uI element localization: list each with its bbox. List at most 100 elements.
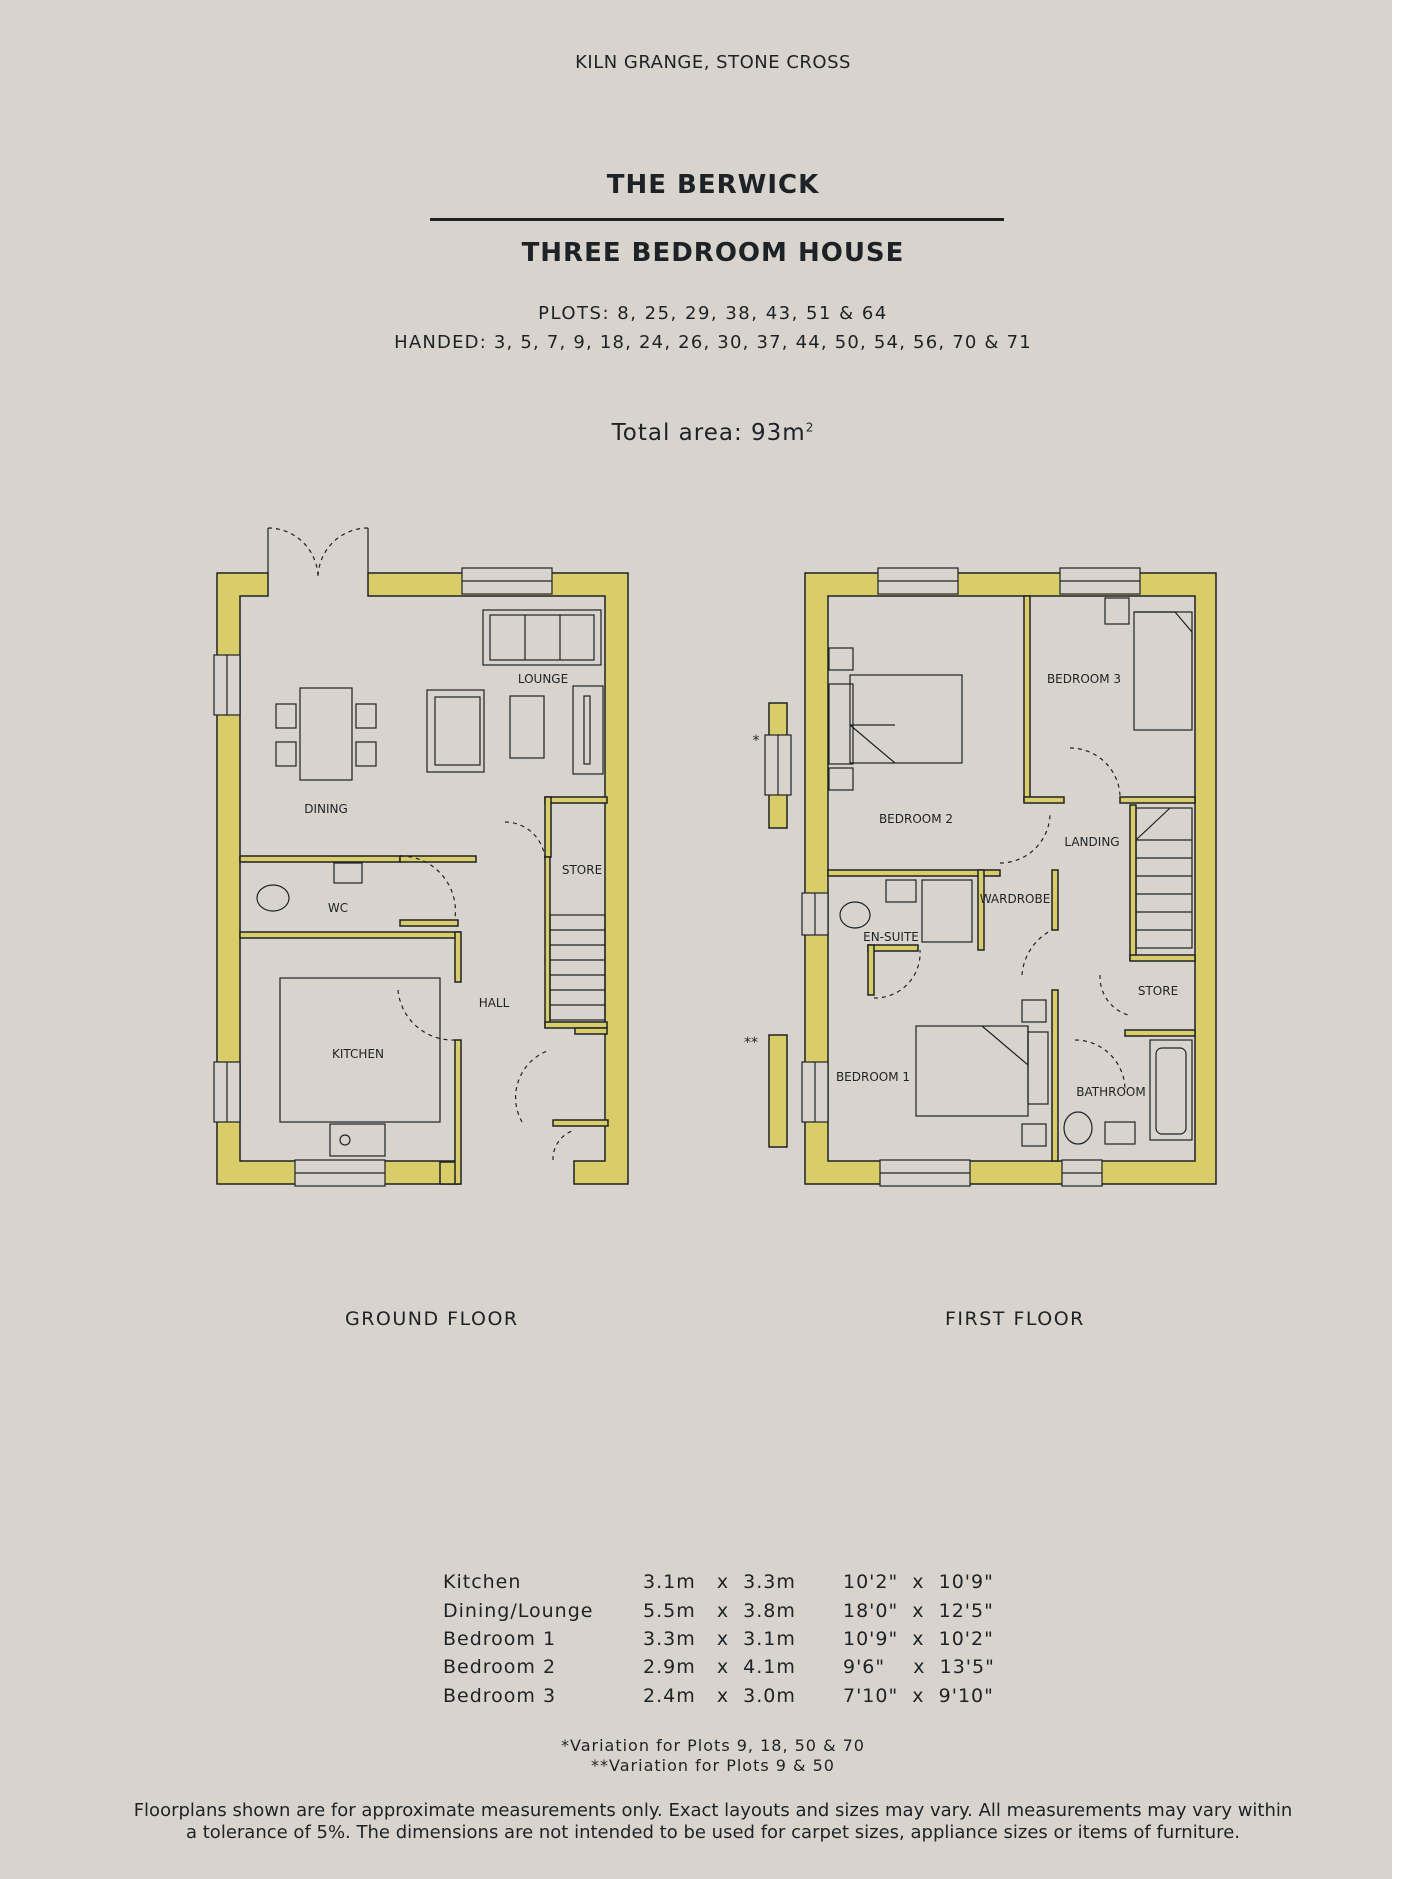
kitchen-counter — [279, 977, 441, 1123]
chair — [275, 703, 297, 729]
wall-bed3-landing — [1023, 796, 1065, 804]
door-swing — [552, 1129, 576, 1161]
variation-note-double: **Variation for Plots 9 & 50 — [591, 1756, 835, 1775]
door-swing — [397, 989, 456, 1041]
door-swing — [515, 1049, 551, 1123]
schedule-row: Kitchen 3.1m x 3.3m 10'2" x 10'9" — [443, 1568, 1003, 1596]
double-bed — [849, 674, 963, 764]
development-name: KILN GRANGE, STONE CROSS — [575, 52, 851, 73]
bath — [1149, 1039, 1193, 1141]
bedside-table — [1104, 597, 1130, 625]
schedule-imperial: 18'0" x 12'5" — [843, 1599, 994, 1622]
wall-kitchen-hall — [454, 931, 462, 983]
floorplans: LOUNGE DINING STORE WC HALL KITCHEN BEDR… — [213, 527, 1217, 1187]
schedule-room: Bedroom 2 — [443, 1656, 557, 1679]
door-swing — [1069, 747, 1121, 801]
wall-bed2-bottom — [827, 869, 1001, 877]
wall-dining-wc — [239, 855, 401, 863]
room-schedule: Kitchen 3.1m x 3.3m 10'2" x 10'9" Dining… — [443, 1568, 1003, 1710]
schedule-metric: 2.4m x 3.0m — [643, 1684, 796, 1707]
schedule-room: Bedroom 3 — [443, 1684, 557, 1707]
room-label-bedroom3: BEDROOM 3 — [1047, 672, 1121, 686]
coffee-table — [509, 695, 545, 759]
wall-wc-kitchen — [239, 931, 461, 939]
schedule-room: Bedroom 1 — [443, 1627, 557, 1650]
disclaimer: Floorplans shown are for approximate mea… — [0, 1800, 1426, 1844]
schedule-imperial: 10'9" x 10'2" — [843, 1627, 994, 1650]
plots-list: PLOTS: 8, 25, 29, 38, 43, 51 & 64 — [538, 303, 888, 324]
room-label-wc: WC — [328, 901, 348, 915]
basin — [1104, 1121, 1136, 1145]
schedule-imperial: 7'10" x 9'10" — [843, 1684, 994, 1707]
wall-stair-bottom — [544, 1021, 608, 1029]
handed-plots-list: HANDED: 3, 5, 7, 9, 18, 24, 26, 30, 37, … — [394, 332, 1032, 353]
room-label-store: STORE — [562, 863, 602, 877]
door-swing — [1074, 1039, 1126, 1091]
ground-floor-plan — [216, 572, 629, 1185]
wall-store-top — [544, 796, 608, 804]
room-label-ensuite: EN-SUITE — [863, 930, 919, 944]
room-label-dining: DINING — [304, 802, 348, 816]
room-labels: LOUNGE DINING STORE WC HALL KITCHEN BEDR… — [304, 672, 1178, 1099]
armchair — [426, 689, 485, 773]
schedule-metric: 2.9m x 4.1m — [643, 1656, 796, 1679]
ground-floor-fixtures — [213, 527, 606, 1187]
variation-marker-double: ** — [744, 1035, 758, 1051]
wall-bed3-bottom — [1119, 796, 1196, 804]
chair — [275, 741, 297, 767]
room-label-landing: LANDING — [1064, 835, 1119, 849]
single-bed — [1133, 611, 1193, 731]
schedule-row: Dining/Lounge 5.5m x 3.8m 18'0" x 12'5" — [443, 1596, 1003, 1624]
wall-bath-top — [1124, 1029, 1196, 1037]
door-swing — [1021, 929, 1053, 976]
double-bed — [915, 1025, 1029, 1117]
toilet — [839, 901, 871, 929]
first-floor-fixtures — [764, 567, 1193, 1187]
room-label-hall: HALL — [479, 996, 510, 1010]
french-door-swing — [267, 527, 319, 579]
schedule-row: Bedroom 1 3.3m x 3.1m 10'9" x 10'2" — [443, 1625, 1003, 1653]
schedule-metric: 3.1m x 3.3m — [643, 1571, 796, 1594]
room-label-lounge: LOUNGE — [518, 672, 568, 686]
wall-bed2-bed3 — [1023, 595, 1031, 802]
door-swing — [504, 821, 546, 861]
kitchen-sink — [329, 1123, 386, 1157]
door-swing — [1099, 974, 1129, 1016]
house-name: THE BERWICK — [606, 170, 820, 200]
door-swing — [999, 812, 1051, 864]
wall-ensuite-right — [977, 869, 985, 951]
basin — [885, 879, 917, 903]
area-superscript: 2 — [805, 420, 815, 435]
variation-marker-single: * — [753, 733, 760, 749]
bedside-table — [828, 767, 854, 791]
ground-stairs — [549, 914, 606, 1021]
room-label-wardrobe: WARDROBE — [980, 892, 1051, 906]
schedule-room: Kitchen — [443, 1571, 522, 1594]
wall-kitchen-hall-lower — [454, 1039, 462, 1185]
basin — [333, 862, 363, 884]
first-floor-stairs — [1135, 807, 1193, 949]
schedule-room: Dining/Lounge — [443, 1599, 594, 1622]
wall-porch-2 — [552, 1119, 609, 1127]
door-swing — [399, 855, 457, 919]
wall-bath-left — [1051, 989, 1059, 1162]
schedule-metric: 3.3m x 3.1m — [643, 1627, 796, 1650]
schedule-row: Bedroom 2 2.9m x 4.1m 9'6" x 13'5" — [443, 1653, 1003, 1681]
room-label-bedroom1: BEDROOM 1 — [836, 1070, 910, 1084]
wall-porch — [574, 1027, 608, 1035]
french-door-swing — [317, 527, 369, 579]
title-rule — [430, 218, 1004, 221]
first-floor-outer-walls — [804, 572, 1217, 1185]
chair — [355, 741, 377, 767]
schedule-imperial: 10'2" x 10'9" — [843, 1571, 994, 1594]
page-edge — [1392, 0, 1426, 1879]
bedside-table — [1021, 999, 1047, 1023]
room-label-kitchen: KITCHEN — [332, 1047, 384, 1061]
total-area: Total area: 93m2 — [0, 420, 1426, 446]
wall-dining-wc-2 — [399, 855, 477, 863]
variation-wall-double — [768, 1034, 788, 1148]
variation-note-single: *Variation for Plots 9, 18, 50 & 70 — [561, 1736, 865, 1755]
total-area-value: Total area: 93m — [611, 420, 806, 446]
schedule-metric: 5.5m x 3.8m — [643, 1599, 796, 1622]
toilet — [1063, 1111, 1093, 1145]
